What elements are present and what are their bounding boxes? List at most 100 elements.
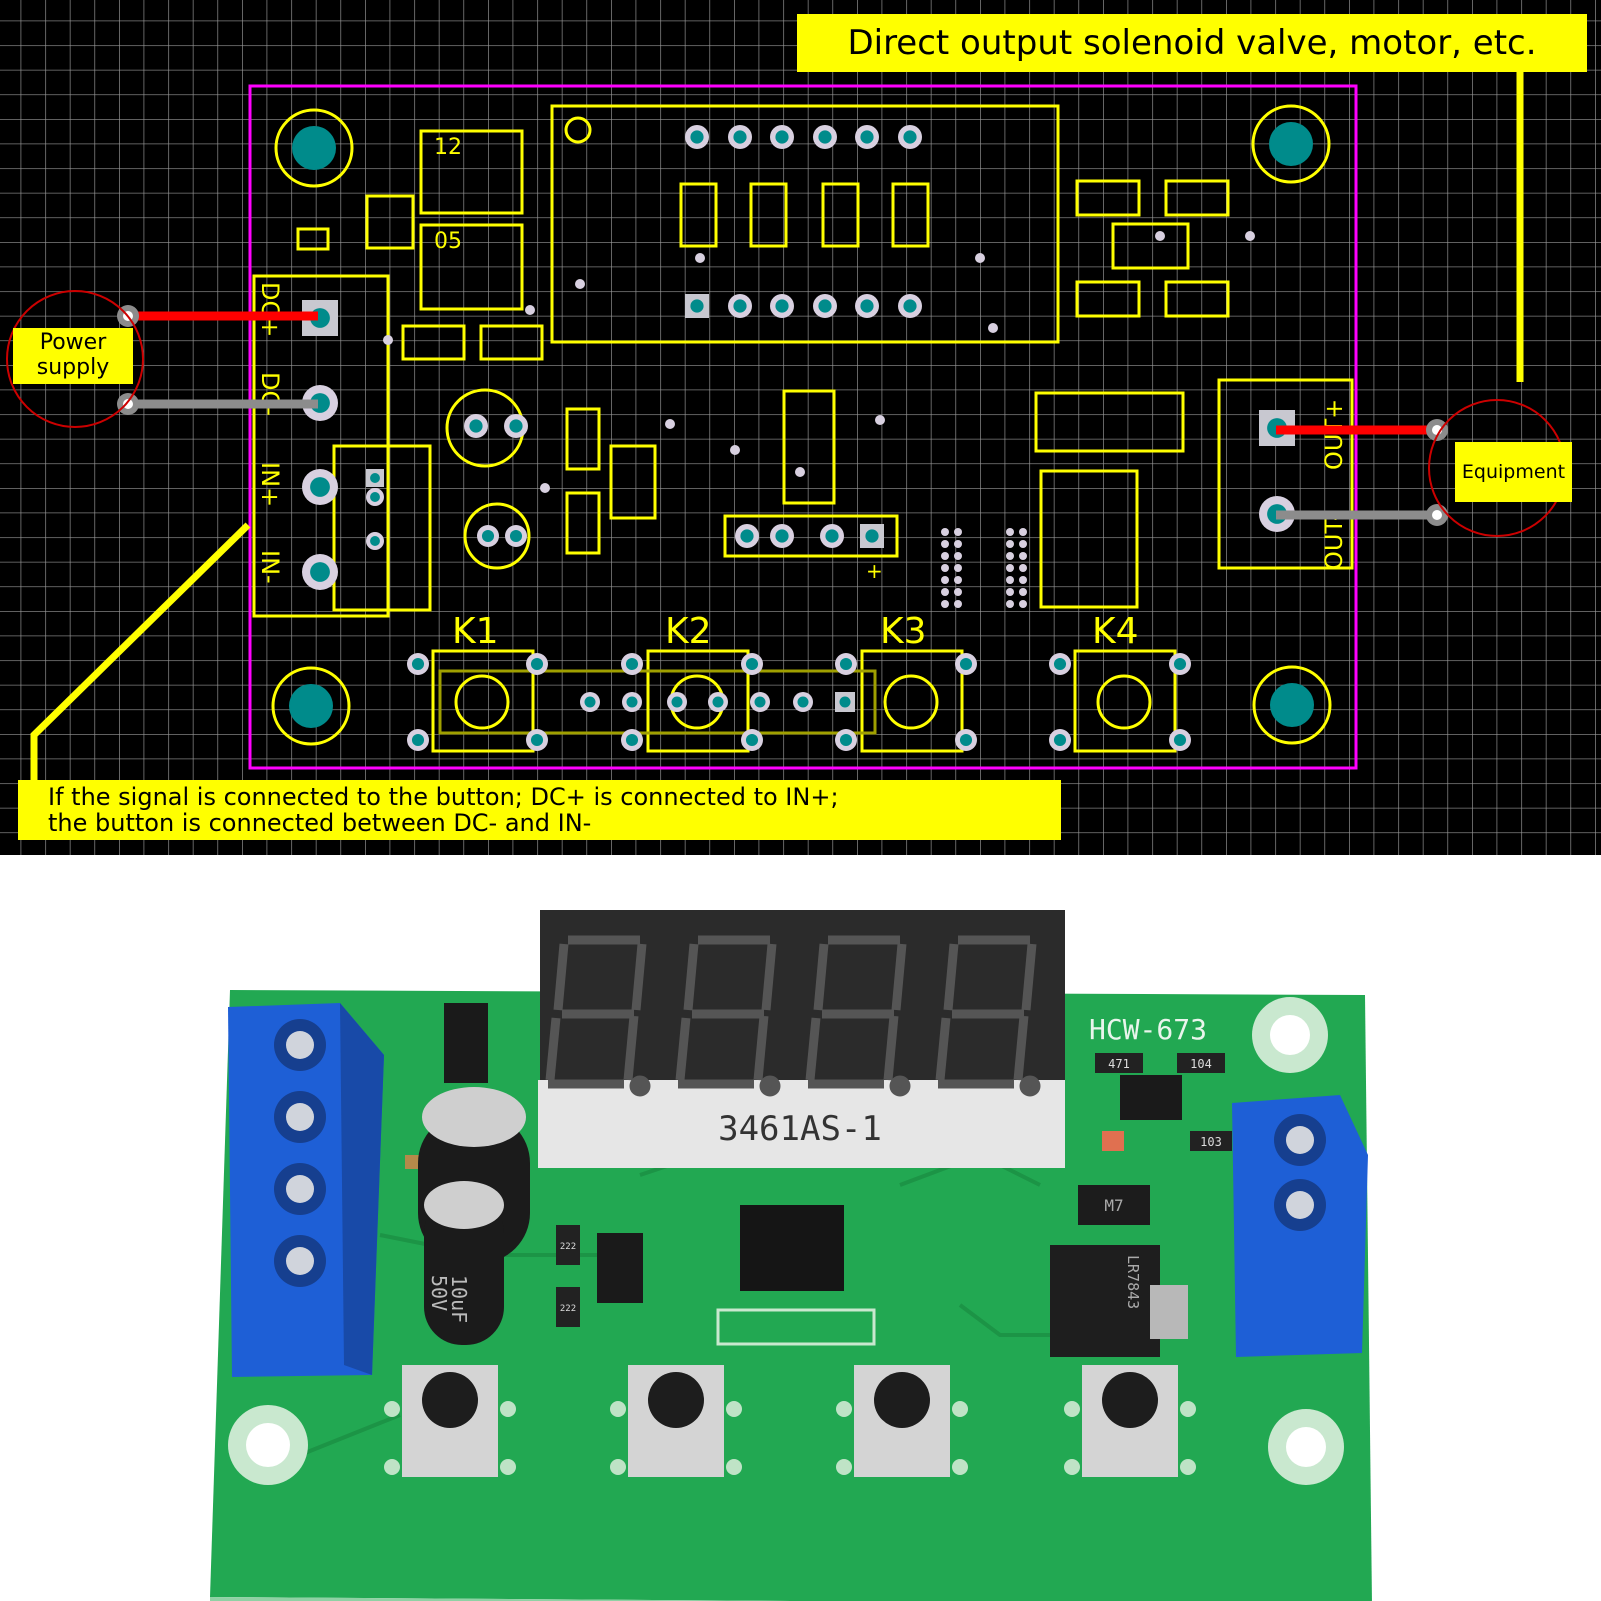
ic-pin <box>1019 552 1027 560</box>
ic-pin <box>941 576 949 584</box>
signal-callout-line2: the button is connected between DC- and … <box>48 809 592 837</box>
pad-center <box>745 657 759 671</box>
button-pad <box>500 1459 516 1475</box>
display-part-number: 3461AS-1 <box>718 1109 882 1149</box>
button-pad <box>384 1459 400 1475</box>
display-decimal-point <box>1019 1075 1041 1097</box>
pad-center <box>825 529 839 543</box>
k4-label: K4 <box>1092 611 1139 652</box>
via <box>975 253 985 263</box>
connection-wires <box>6 72 1566 780</box>
pad-center <box>530 733 544 747</box>
pad-center <box>469 419 483 433</box>
dc-plus-label: DC+ <box>256 282 284 337</box>
pad-center <box>625 733 639 747</box>
diode-label: M7 <box>1104 1196 1123 1215</box>
button-pad <box>610 1401 626 1417</box>
pad-center <box>370 473 380 483</box>
pcb-drawing: K1 K2 K3 K4 12 05 + DC+ DC- IN+ IN- OUT+… <box>0 0 1601 855</box>
board-photo-drawing: 3461AS-1 HCW-673 471 104 103 222 222 10u… <box>210 910 1372 1601</box>
ic-pin <box>941 552 949 560</box>
pad-center <box>775 529 789 543</box>
pad-center <box>690 299 704 313</box>
signal-callout: If the signal is connected to the button… <box>18 780 1061 840</box>
via <box>540 483 550 493</box>
ic-pin <box>941 600 949 608</box>
pad-center <box>745 733 759 747</box>
capacitor-value: 10uF <box>447 1275 471 1323</box>
pad-center <box>481 529 495 543</box>
ic-pin <box>941 588 949 596</box>
signal-callout-line1: If the signal is connected to the button… <box>48 783 839 811</box>
via <box>665 419 675 429</box>
button-pad <box>610 1459 626 1475</box>
pad-center <box>584 696 596 708</box>
button-pad <box>384 1401 400 1417</box>
pad-center <box>1173 657 1187 671</box>
pad-center <box>712 696 724 708</box>
ic-pin <box>941 540 949 548</box>
via <box>730 445 740 455</box>
ic-pin <box>1006 528 1014 536</box>
resistor-104: 104 <box>1190 1057 1212 1071</box>
c05-label: 05 <box>434 229 462 254</box>
via <box>695 253 705 263</box>
resistor-103: 103 <box>1200 1135 1222 1149</box>
via <box>1155 231 1165 241</box>
electrolytic-capacitors: 10uF 50V <box>418 1087 530 1345</box>
power-supply-circle <box>6 290 144 428</box>
silkscreen-text: K1 K2 K3 K4 12 05 + DC+ DC- IN+ IN- OUT+… <box>256 135 1348 652</box>
pads <box>302 125 1295 751</box>
pad-center <box>959 733 973 747</box>
pad-center <box>509 419 523 433</box>
pad-center <box>775 299 789 313</box>
ic-pin <box>1019 540 1027 548</box>
ic-pin <box>954 564 962 572</box>
display-decimal-point <box>629 1075 651 1097</box>
resistor-222-b: 222 <box>560 1304 576 1314</box>
button-pad <box>500 1401 516 1417</box>
pad-center <box>626 696 638 708</box>
button-pad <box>1180 1401 1196 1417</box>
ic-pin <box>954 552 962 560</box>
display-digit <box>545 935 647 1089</box>
button-pad <box>726 1459 742 1475</box>
via <box>875 415 885 425</box>
ic-pin <box>1006 552 1014 560</box>
tactile-buttons <box>384 1365 1196 1477</box>
ic-pin <box>1019 600 1027 608</box>
pad-center <box>370 492 380 502</box>
board-model-label: HCW-673 <box>1089 1013 1207 1046</box>
ic-pin <box>941 528 949 536</box>
ic-pin <box>954 576 962 584</box>
button-pad <box>1064 1401 1080 1417</box>
board-photo: 3461AS-1 HCW-673 471 104 103 222 222 10u… <box>0 855 1601 1601</box>
pad-center <box>310 477 330 497</box>
button-pad <box>1064 1459 1080 1475</box>
k3-label: K3 <box>880 611 927 652</box>
pad-center <box>754 696 766 708</box>
pad-center <box>509 529 523 543</box>
pad-center <box>860 299 874 313</box>
mounting-holes <box>271 104 1332 746</box>
power-supply-callout: Power supply <box>13 328 133 384</box>
display-digit <box>935 935 1037 1089</box>
pad-center <box>839 657 853 671</box>
ic-pin <box>1019 528 1027 536</box>
pad-center <box>839 696 851 708</box>
output-callout: Direct output solenoid valve, motor, etc… <box>797 14 1587 72</box>
pad-center <box>903 299 917 313</box>
pad-center <box>818 130 832 144</box>
display-decimal-point <box>759 1075 781 1097</box>
button-pad <box>726 1401 742 1417</box>
pad-center <box>310 562 330 582</box>
ic-pin <box>954 588 962 596</box>
pad-center <box>775 130 789 144</box>
button-cap <box>874 1372 930 1428</box>
output-terminal-block <box>1232 1095 1368 1357</box>
button-cap <box>648 1372 704 1428</box>
via <box>1245 231 1255 241</box>
ic-pin <box>1006 600 1014 608</box>
pad-center <box>1053 733 1067 747</box>
ic-pin <box>954 528 962 536</box>
